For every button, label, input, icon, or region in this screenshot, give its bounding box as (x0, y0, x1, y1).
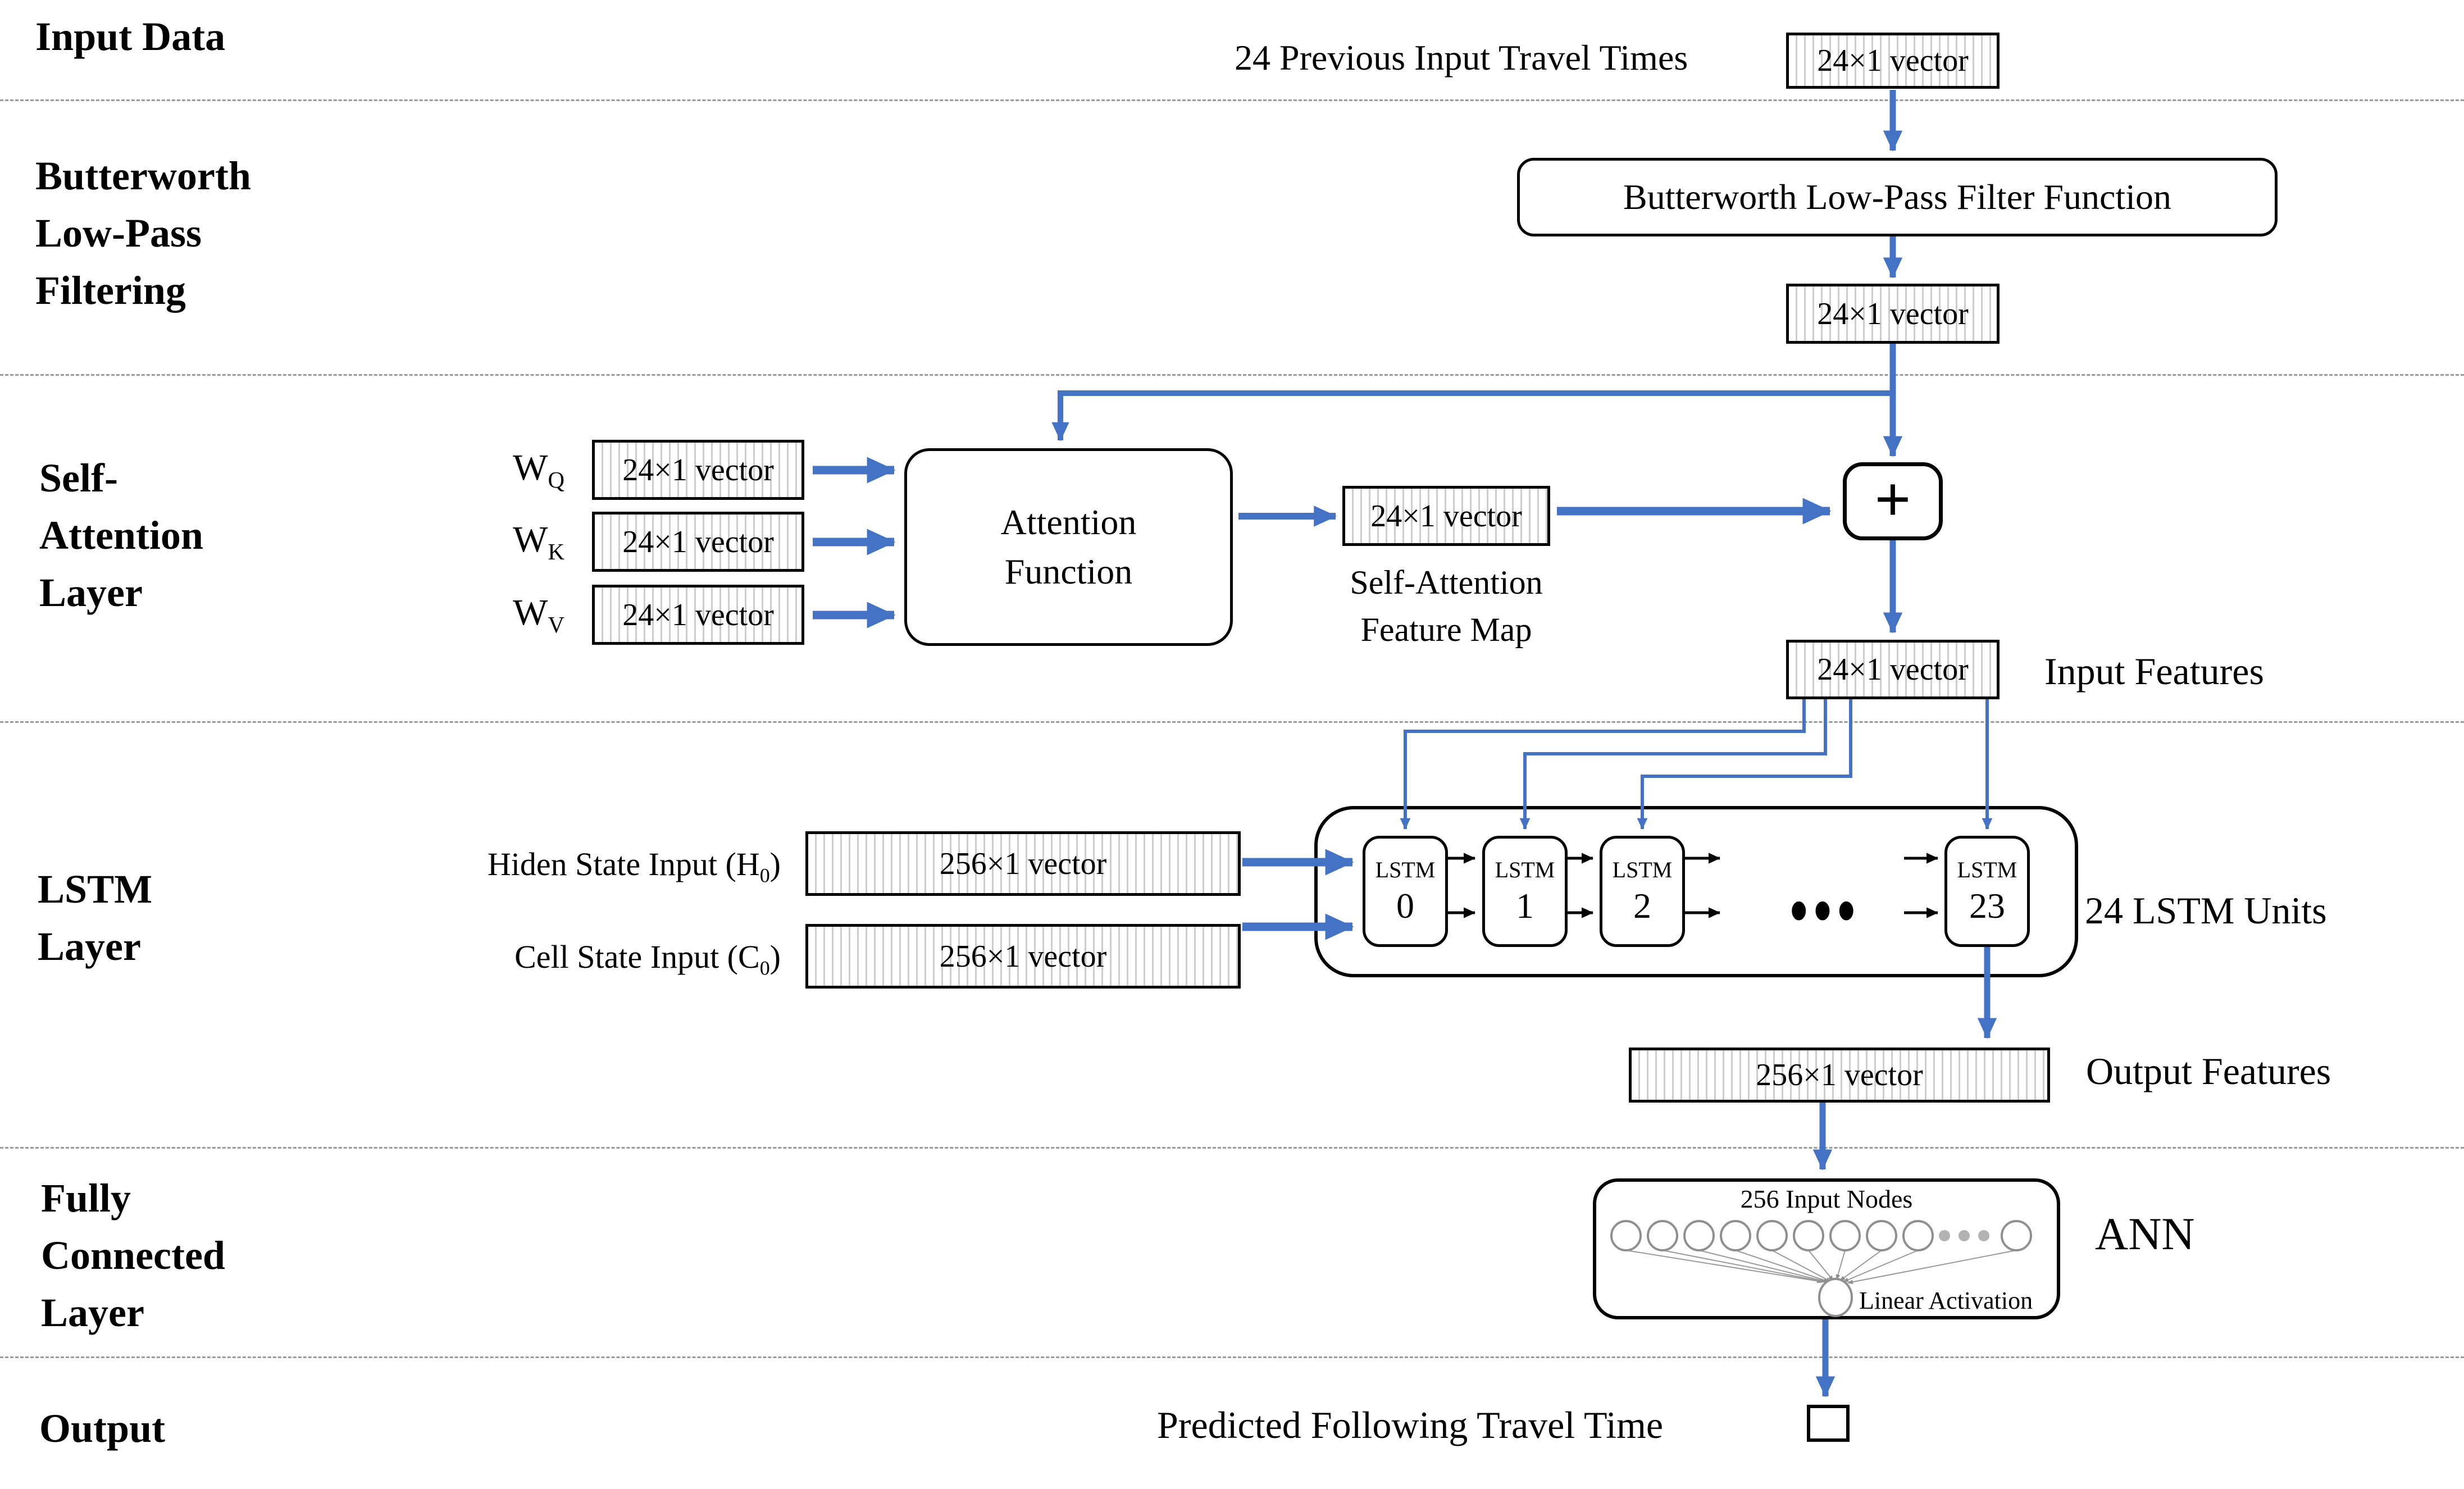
feature-map-caption-line: Feature Map (1360, 611, 1532, 648)
output-features-vector-box: 256×1 vector (1629, 1048, 2050, 1103)
weight-base: W (513, 447, 548, 488)
section-label-line: Connected (41, 1233, 225, 1278)
vector-size-text: 24×1 vector (1817, 296, 1969, 331)
linear-activation-label: Linear Activation (1859, 1287, 2033, 1314)
input-caption: 24 Previous Input Travel Times (1235, 38, 1688, 78)
section-divider-3 (0, 721, 2464, 723)
section-divider-1 (0, 99, 2464, 101)
weight-base: W (513, 519, 548, 560)
lstm-unit-number: 23 (1969, 886, 2005, 926)
hidden-state-label: Hiden State Input (H0) (395, 845, 781, 887)
section-label-lstm: LSTM Layer (38, 860, 152, 975)
hidden-state-text: Hiden State Input (H (487, 846, 760, 882)
weight-q-vector-box: 24×1 vector (592, 440, 804, 500)
section-label-line: Filtering (35, 268, 186, 313)
lstm-unit-name: LSTM (1957, 857, 2017, 882)
plus-sign: + (1874, 464, 1911, 534)
lstm-unit-2: LSTM 2 (1600, 836, 1685, 947)
vector-size-text: 24×1 vector (622, 452, 774, 488)
arrow-branch-to-attention (1051, 390, 1893, 441)
filter-function-text: Butterworth Low-Pass Filter Function (1623, 177, 2171, 217)
section-label-line: Attention (39, 513, 203, 558)
section-label-line: LSTM (38, 867, 153, 912)
filtered-vector-box: 24×1 vector (1786, 284, 2000, 344)
lstm-unit-number: 1 (1516, 886, 1534, 926)
lstm-unit-1: LSTM 1 (1482, 836, 1568, 947)
lstm-unit-number: 2 (1633, 886, 1651, 926)
lstm-unit-0: LSTM 0 (1363, 836, 1448, 947)
lstm-units-count-label: 24 LSTM Units (2085, 889, 2327, 932)
weight-v-label: WV (461, 591, 564, 638)
section-label-line: Fully (41, 1176, 131, 1221)
weight-sub: V (548, 612, 564, 638)
vector-size-text: 256×1 vector (939, 846, 1107, 881)
section-label-line: Low-Pass (35, 211, 202, 256)
cell-state-close: ) (769, 939, 781, 975)
section-label-line: Layer (39, 570, 143, 615)
input-vector-box: 24×1 vector (1786, 33, 2000, 89)
section-label-input-data: Input Data (35, 14, 226, 59)
vector-size-text: 24×1 vector (1370, 498, 1522, 534)
cell-state-label: Cell State Input (C0) (395, 938, 781, 980)
vector-size-text: 24×1 vector (622, 597, 774, 632)
prediction-label: Predicted Following Travel Time (1157, 1404, 1664, 1446)
section-label-line: Self- (39, 456, 118, 500)
prediction-output-square (1807, 1405, 1850, 1442)
section-label-line: Butterworth (35, 153, 251, 198)
lstm-unit-name: LSTM (1375, 857, 1436, 882)
input-features-label: Input Features (2044, 650, 2264, 693)
section-divider-2 (0, 374, 2464, 376)
weight-sub: Q (548, 467, 564, 493)
hidden-state-sub: 0 (759, 864, 770, 887)
lstm-unit-number: 0 (1396, 886, 1414, 926)
input-features-vector-box: 24×1 vector (1786, 640, 2000, 699)
vector-size-text: 24×1 vector (622, 524, 774, 559)
cell-state-text: Cell State Input (C (514, 939, 760, 975)
feature-map-vector-box: 24×1 vector (1342, 486, 1550, 546)
filter-function-box: Butterworth Low-Pass Filter Function (1517, 158, 2278, 236)
vector-size-text: 24×1 vector (1817, 43, 1969, 78)
section-divider-4 (0, 1147, 2464, 1149)
hidden-state-vector-box: 256×1 vector (805, 831, 1241, 896)
lstm-ellipsis-dots: ••• (1789, 872, 1861, 949)
section-label-fully-connected: Fully Connected Layer (41, 1169, 225, 1341)
weight-base: W (513, 592, 548, 633)
vector-size-text: 24×1 vector (1817, 652, 1969, 687)
weight-v-vector-box: 24×1 vector (592, 585, 804, 645)
section-divider-5 (0, 1356, 2464, 1358)
ann-input-nodes-label: 256 Input Nodes (1740, 1185, 1913, 1213)
lstm-unit-23: LSTM 23 (1944, 836, 2030, 947)
section-label-butterworth: Butterworth Low-Pass Filtering (35, 147, 251, 319)
sum-node: + (1843, 462, 1943, 540)
section-label-line: Layer (41, 1290, 144, 1335)
section-label-line: Layer (38, 924, 141, 969)
feature-map-caption-line: Self-Attention (1350, 564, 1543, 601)
vector-size-text: 256×1 vector (1756, 1058, 1923, 1092)
weight-q-label: WQ (461, 447, 564, 493)
vector-size-text: 256×1 vector (939, 939, 1107, 974)
weight-sub: K (548, 539, 564, 565)
cell-state-vector-box: 256×1 vector (805, 924, 1241, 989)
weight-k-vector-box: 24×1 vector (592, 512, 804, 572)
lstm-unit-name: LSTM (1612, 857, 1673, 882)
output-features-label: Output Features (2086, 1050, 2331, 1092)
section-label-output: Output (39, 1406, 166, 1451)
feature-map-caption: Self-Attention Feature Map (1309, 559, 1584, 653)
hidden-state-close: ) (769, 846, 781, 882)
attention-function-line: Function (1004, 552, 1133, 591)
attention-function-box: Attention Function (904, 448, 1233, 646)
attention-function-line: Attention (1000, 502, 1137, 542)
weight-k-label: WK (461, 518, 564, 565)
lstm-unit-name: LSTM (1495, 857, 1555, 882)
ann-label: ANN (2095, 1208, 2195, 1259)
cell-state-sub: 0 (759, 957, 770, 980)
section-label-self-attention: Self- Attention Layer (39, 449, 203, 621)
